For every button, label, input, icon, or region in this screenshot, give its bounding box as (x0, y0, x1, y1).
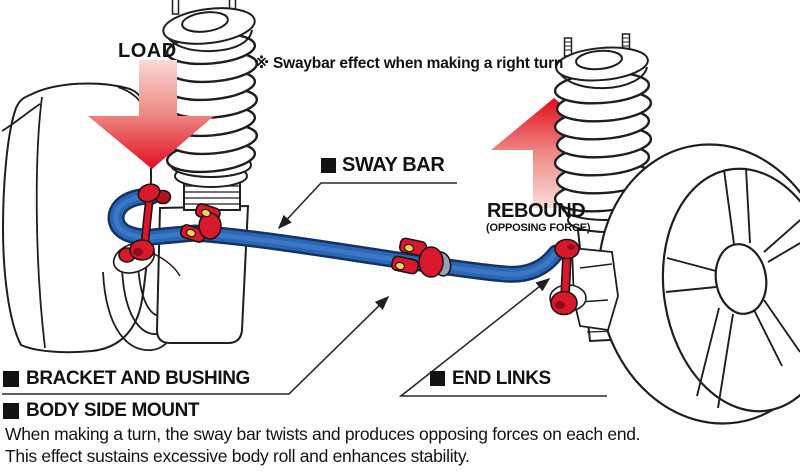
rebound-label: REBOUND (487, 200, 586, 222)
sway-bar-label-text: SWAY BAR (342, 154, 445, 176)
end-links-label: END LINKS (430, 369, 551, 388)
black-square-icon (3, 402, 19, 419)
left-end-link (112, 183, 181, 277)
leader-lines (2, 182, 607, 397)
sway-bar (107, 187, 565, 283)
caption-line-2: This effect sustains excessive body roll… (5, 446, 470, 466)
body-side-mount-label-text: BODY SIDE MOUNT (26, 400, 200, 421)
end-links-label-text: END LINKS (452, 368, 551, 389)
load-arrow (88, 60, 214, 169)
left-strut (155, 0, 259, 344)
center-bracket (390, 237, 452, 278)
note-label: ※ Swaybar effect when making a right tur… (254, 55, 564, 72)
sway-bar-label: SWAY BAR (321, 154, 445, 176)
bracket-and-bushing-label: BRACKET AND BUSHING (3, 369, 250, 388)
bracket-and-bushing-label-text: BRACKET AND BUSHING (26, 368, 250, 389)
right-wheel (597, 143, 800, 425)
end-links-leader (398, 278, 607, 397)
bracket-leader (2, 295, 390, 395)
body-side-mount-label: BODY SIDE MOUNT (3, 400, 200, 421)
black-square-icon (321, 157, 336, 173)
right-end-link (549, 238, 587, 316)
rebound-subtitle: (OPPOSING FORCE) (486, 222, 591, 234)
left-bracket (179, 203, 222, 243)
caption-line-1: When making a turn, the sway bar twists … (5, 424, 641, 444)
sway-bar-leader (277, 182, 457, 230)
black-square-icon (3, 370, 19, 387)
left-tire (1, 82, 185, 354)
load-label: LOAD (118, 40, 177, 62)
black-square-icon (430, 371, 445, 386)
